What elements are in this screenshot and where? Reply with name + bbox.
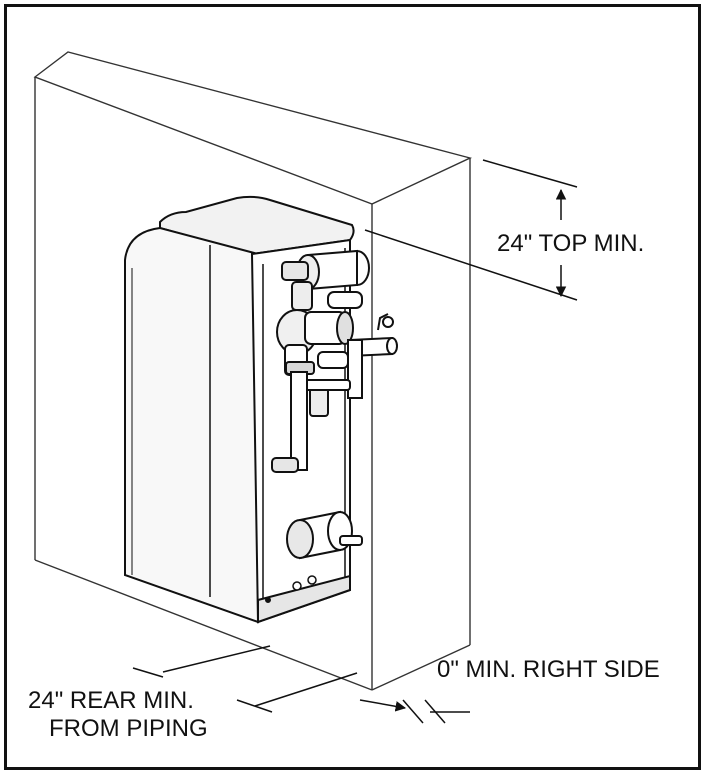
top-clearance-label: 24" TOP MIN. bbox=[497, 230, 645, 257]
clearance-enclosure bbox=[33, 51, 473, 691]
right-side-clearance-label: 0" MIN. RIGHT SIDE bbox=[437, 656, 660, 683]
rear-clearance-sublabel: FROM PIPING bbox=[49, 715, 208, 742]
rear-clearance-dimension bbox=[132, 645, 358, 713]
boiler-piping bbox=[271, 249, 398, 560]
rear-clearance-label: 24" REAR MIN. bbox=[28, 687, 194, 714]
top-clearance-dimension bbox=[364, 159, 578, 301]
right-clearance-dimension bbox=[359, 699, 470, 724]
